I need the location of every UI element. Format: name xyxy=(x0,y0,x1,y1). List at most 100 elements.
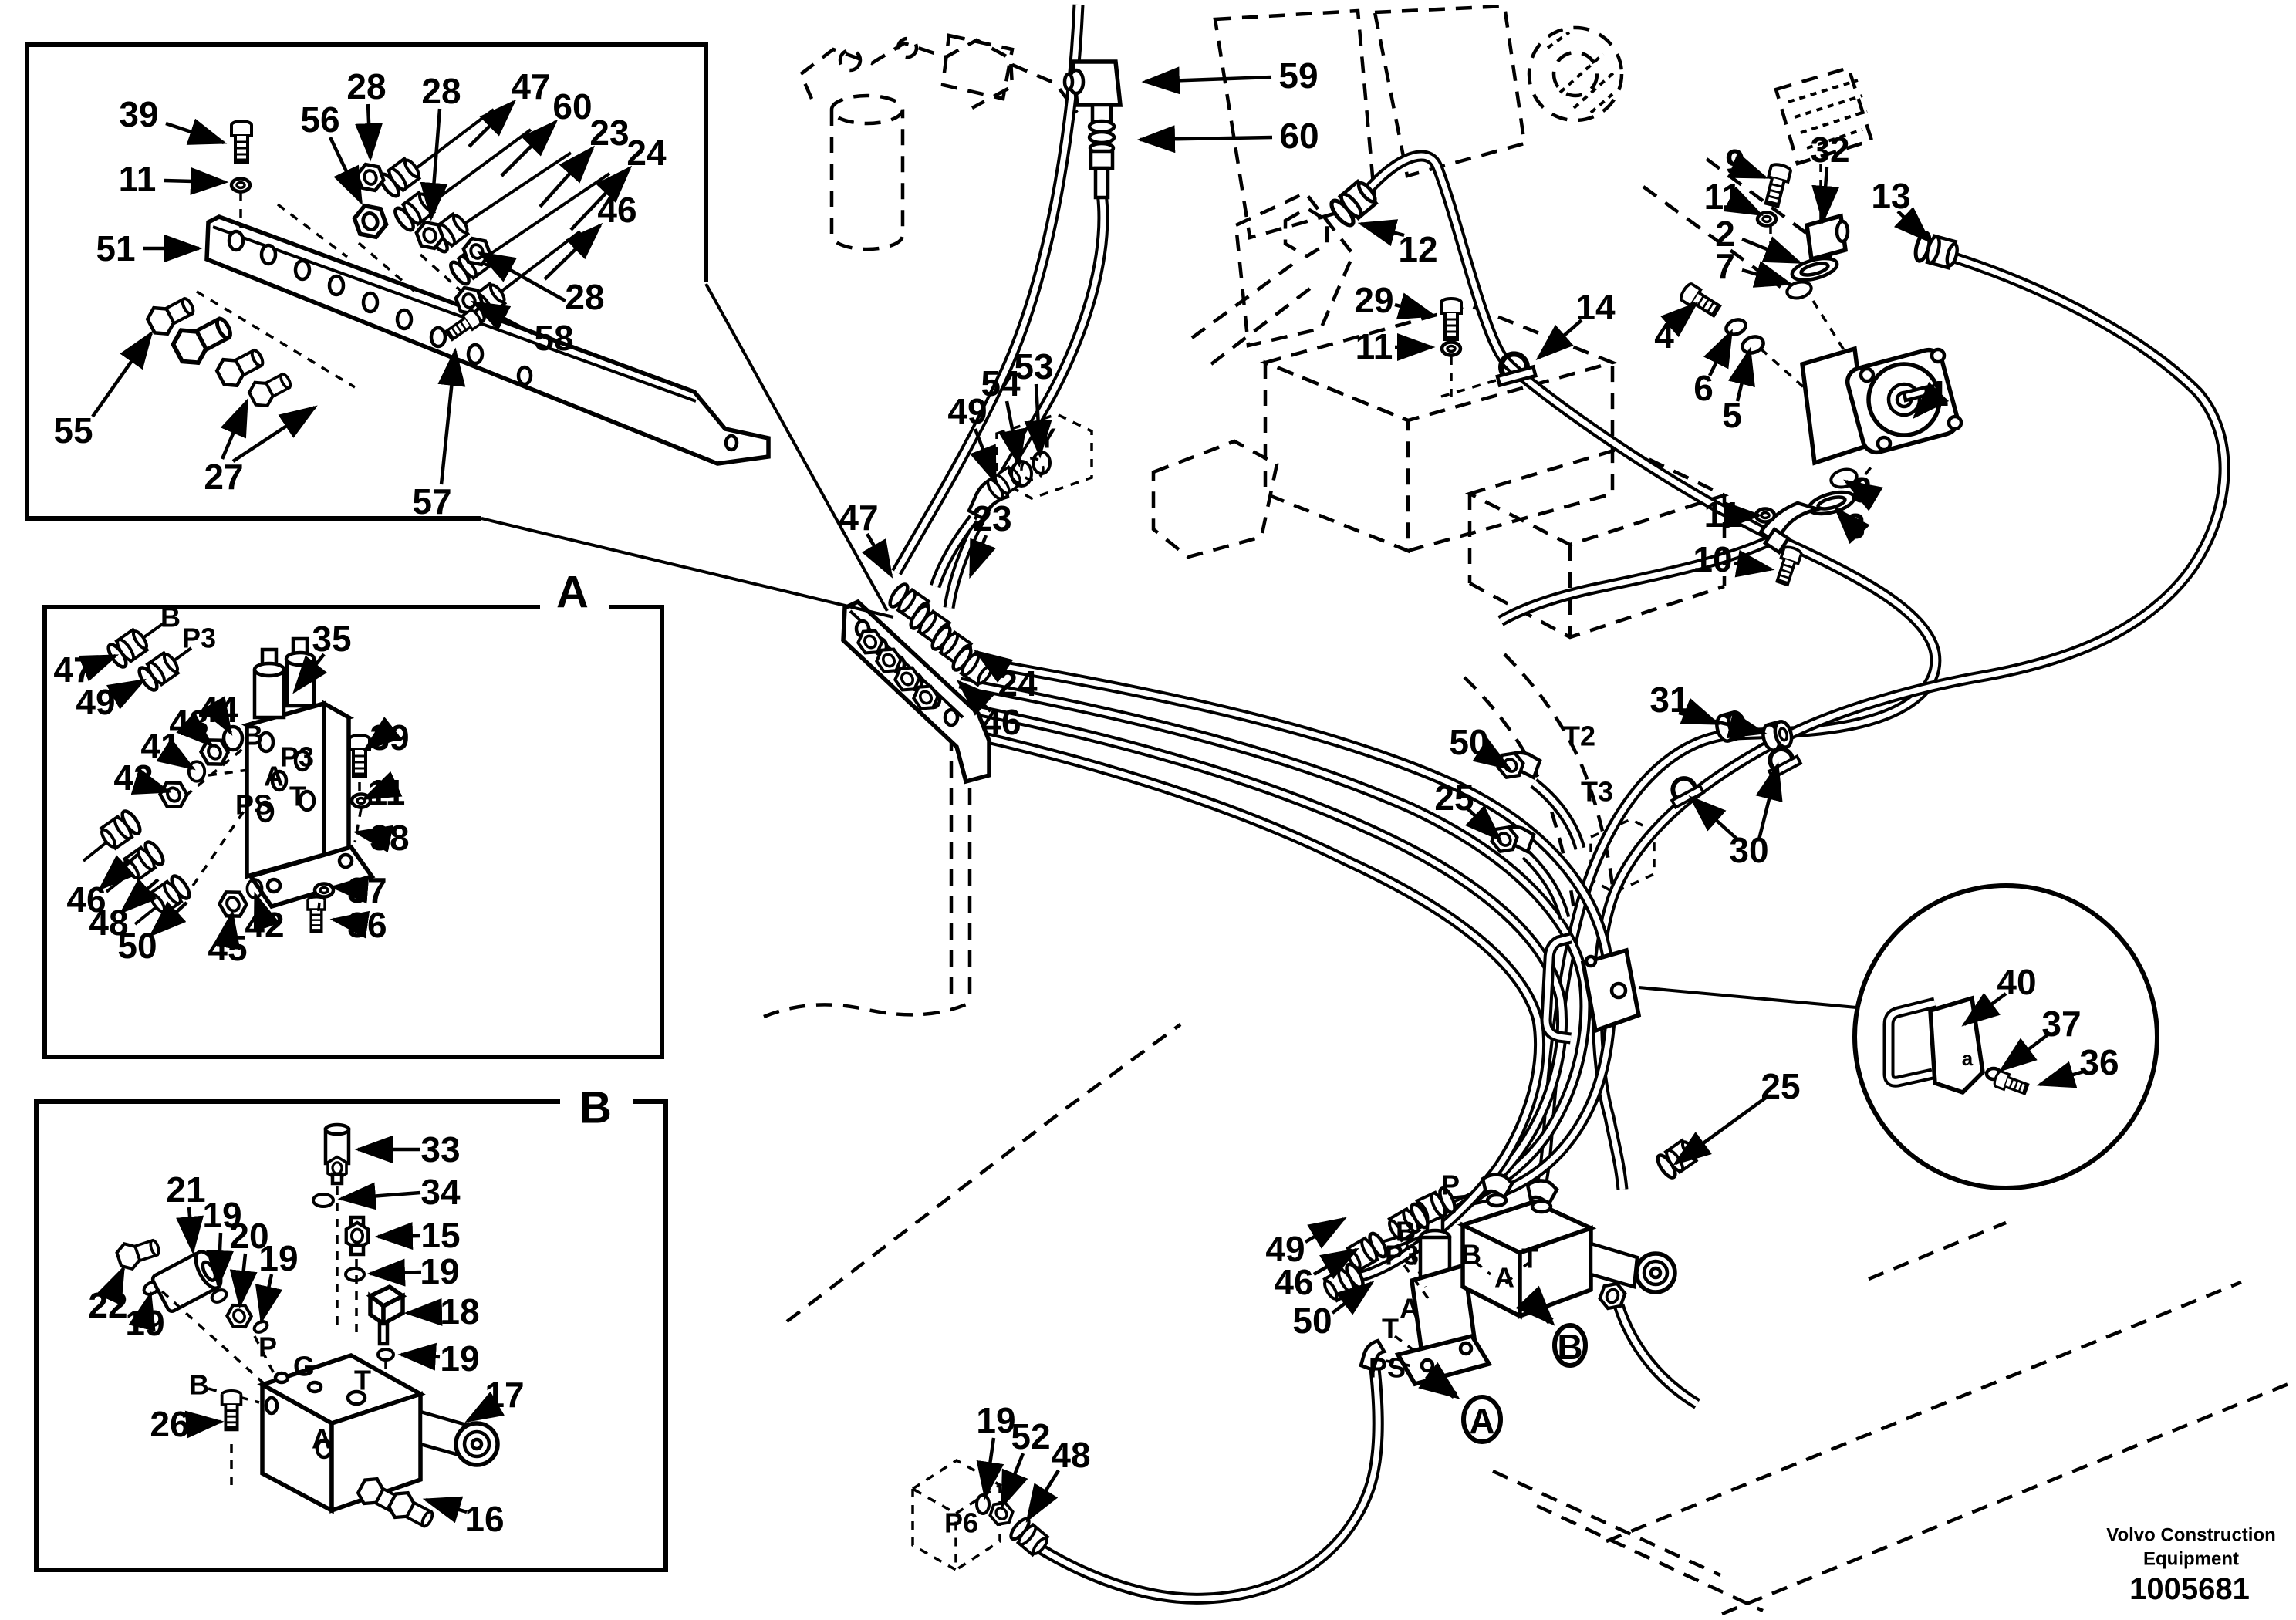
callout-35: 35 xyxy=(312,619,351,659)
callout-arrow-9 xyxy=(1727,152,1769,180)
callout-arrow-17 xyxy=(464,1391,505,1423)
brand-line-2: Equipment xyxy=(2143,1549,2239,1570)
callout-arrow-59 xyxy=(1141,66,1272,95)
figure-number: 1005681 xyxy=(2129,1572,2250,1606)
callout-23: 23 xyxy=(589,113,629,153)
callout-48: 48 xyxy=(1051,1435,1090,1475)
callout-arrow-54 xyxy=(998,400,1027,468)
callout-37: 37 xyxy=(347,870,387,910)
callout-60: 60 xyxy=(1279,116,1319,156)
callout-arrow-58 xyxy=(471,300,534,335)
callout-13: 13 xyxy=(1871,176,1910,216)
port-label-P: P xyxy=(258,1331,277,1363)
callout-arrow-36 xyxy=(2036,1061,2087,1088)
port-label-A: A xyxy=(264,761,284,792)
callout-arrow-30 xyxy=(1755,761,1783,840)
valve-assembly-A xyxy=(1359,1215,1493,1387)
callout-arrow-12 xyxy=(1357,219,1405,247)
callout-arrow-49 xyxy=(106,678,147,710)
port-label-T: T xyxy=(354,1365,371,1396)
callout-arrow-48 xyxy=(1025,1469,1060,1523)
callout-17: 17 xyxy=(485,1375,524,1415)
callout-arrow-5 xyxy=(1727,346,1755,402)
port-label-B: B xyxy=(189,1369,209,1401)
callout-arrow-6 xyxy=(1703,328,1734,376)
callout-arrow-60 xyxy=(500,119,559,177)
marker-circle-A xyxy=(1461,1395,1503,1444)
callout-arrow-46 xyxy=(97,853,139,892)
callout-arrow-15 xyxy=(374,1222,421,1250)
port-label-PS: PS xyxy=(235,789,272,821)
marker-arrow-B xyxy=(1515,1285,1555,1326)
callout-arrow-11 xyxy=(361,771,403,801)
callout-37: 37 xyxy=(2041,1004,2081,1044)
callout-arrow-22 xyxy=(96,1264,126,1306)
callout-arrow-2 xyxy=(1741,236,1803,265)
callout-arrow-52 xyxy=(1000,1453,1028,1510)
port-label-T2: T2 xyxy=(1563,721,1595,752)
callout-arrow-19 xyxy=(255,1274,283,1325)
callout-11: 11 xyxy=(368,772,406,812)
bundle-bracket xyxy=(1540,932,1642,1045)
callout-32: 32 xyxy=(1810,130,1849,170)
callout-49: 49 xyxy=(1265,1229,1305,1269)
callout-54: 54 xyxy=(981,363,1021,403)
callout-51: 51 xyxy=(96,228,135,268)
callout-arrow-32 xyxy=(1811,166,1840,224)
callout-arrow-34 xyxy=(337,1182,421,1210)
inset-title-A: A xyxy=(556,568,589,618)
callout-19: 19 xyxy=(125,1303,164,1343)
main-fittings xyxy=(967,59,1963,1558)
callout-53: 53 xyxy=(1014,346,1053,386)
callout-52: 52 xyxy=(1011,1416,1050,1456)
callout-arrow-19 xyxy=(366,1258,422,1287)
callout-40: 40 xyxy=(1997,962,2036,1002)
callout-arrow-28 xyxy=(420,108,448,221)
callout-arrow-56 xyxy=(328,137,363,206)
callout-19: 19 xyxy=(976,1400,1015,1440)
callout-arrow-10 xyxy=(1734,549,1775,578)
callout-11: 11 xyxy=(1704,177,1742,217)
callout-59: 59 xyxy=(1278,56,1318,96)
callout-arrow-26 xyxy=(184,1410,225,1439)
callout-arrow-57 xyxy=(437,347,466,485)
callout-39: 39 xyxy=(119,94,158,134)
callout-33: 33 xyxy=(420,1129,460,1169)
port-label-T3: T3 xyxy=(1581,776,1613,808)
callout-arrow-50 xyxy=(1331,1281,1375,1315)
valve-b-elbows xyxy=(1481,1173,1559,1214)
callout-arrow-45 xyxy=(212,910,241,950)
callout-arrow-23 xyxy=(539,145,596,208)
callout-47: 47 xyxy=(839,498,878,538)
callout-28: 28 xyxy=(565,277,604,317)
callout-11: 11 xyxy=(1356,326,1393,366)
callout-21: 21 xyxy=(166,1169,205,1210)
callout-14: 14 xyxy=(1575,287,1616,327)
marker-circle-B xyxy=(1552,1323,1588,1368)
port-label-B: B xyxy=(160,602,181,633)
callout-22: 22 xyxy=(88,1285,127,1325)
callout-arrow-47 xyxy=(468,99,517,148)
callout-arrow-42 xyxy=(130,768,172,795)
callout-19: 19 xyxy=(258,1238,298,1278)
callout-48: 48 xyxy=(89,903,128,943)
callout-34: 34 xyxy=(420,1172,461,1212)
callout-60: 60 xyxy=(552,86,592,127)
detail-leader-line xyxy=(1638,986,1857,1009)
callout-arrow-50 xyxy=(1472,737,1512,771)
detail-leader-line xyxy=(704,283,889,612)
callout-25: 25 xyxy=(1434,778,1474,818)
callout-arrow-60 xyxy=(1136,125,1273,154)
footer: Volvo Construction Equipment 1005681 xyxy=(2106,1525,2276,1607)
callout-27: 27 xyxy=(204,457,243,497)
callout-arrow-27 xyxy=(220,397,249,460)
callout-11: 11 xyxy=(1704,494,1742,535)
callout-6: 6 xyxy=(1693,368,1714,408)
callout-arrow-53 xyxy=(1024,383,1052,459)
callout-18: 18 xyxy=(440,1291,479,1331)
callout-arrow-43 xyxy=(176,711,214,748)
callout-49: 49 xyxy=(76,682,115,722)
callout-50: 50 xyxy=(1292,1301,1332,1341)
callout-arrow-13 xyxy=(1893,206,1932,244)
callout-11: 11 xyxy=(119,159,157,199)
